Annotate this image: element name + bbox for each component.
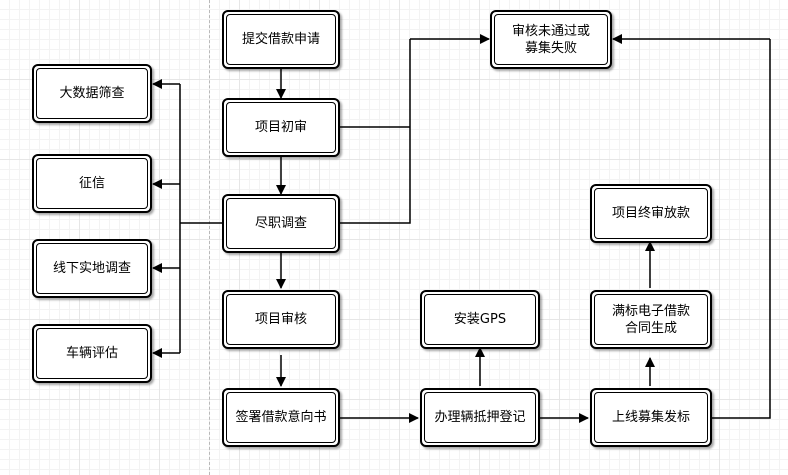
node-e-contract: 满标电子借款 合同生成 <box>590 290 712 349</box>
node-label: 办理辆抵押登记 <box>434 410 526 425</box>
node-vehicle-registration: 办理辆抵押登记 <box>420 388 540 447</box>
node-due-diligence: 尽职调查 <box>222 194 340 253</box>
node-credit: 征信 <box>32 154 152 213</box>
node-label: 安装GPS <box>453 312 507 327</box>
node-label: 上线募集发标 <box>611 410 690 425</box>
node-final-release: 项目终审放款 <box>590 184 712 243</box>
node-label: 车辆评估 <box>65 346 118 361</box>
node-label: 大数据筛查 <box>59 86 125 101</box>
node-project-audit: 项目审核 <box>222 290 340 349</box>
node-initial-review: 项目初审 <box>222 98 340 157</box>
node-label: 提交借款申请 <box>241 32 320 47</box>
node-label: 满标电子借款 合同生成 <box>611 303 690 336</box>
node-label: 线下实地调查 <box>52 261 131 276</box>
node-label: 审核未通过或 募集失败 <box>511 23 590 56</box>
node-label: 项目初审 <box>254 120 307 135</box>
node-label: 征信 <box>78 176 105 191</box>
node-install-gps: 安装GPS <box>420 290 540 349</box>
node-label: 尽职调查 <box>254 216 307 231</box>
node-label: 项目审核 <box>254 312 307 327</box>
node-offline-survey: 线下实地调查 <box>32 239 152 298</box>
node-label: 项目终审放款 <box>611 206 690 221</box>
dashed-divider <box>209 0 210 475</box>
node-listing: 上线募集发标 <box>590 388 712 447</box>
node-label: 签署借款意向书 <box>235 410 327 425</box>
node-submit-application: 提交借款申请 <box>222 10 340 69</box>
node-failed: 审核未通过或 募集失败 <box>490 10 612 69</box>
line-diligence-to-bus <box>340 39 411 224</box>
node-vehicle-eval: 车辆评估 <box>32 324 152 383</box>
line-listing-to-right-bus <box>712 39 771 419</box>
node-sign-contract: 签署借款意向书 <box>222 388 340 447</box>
node-big-data: 大数据筛查 <box>32 64 152 123</box>
